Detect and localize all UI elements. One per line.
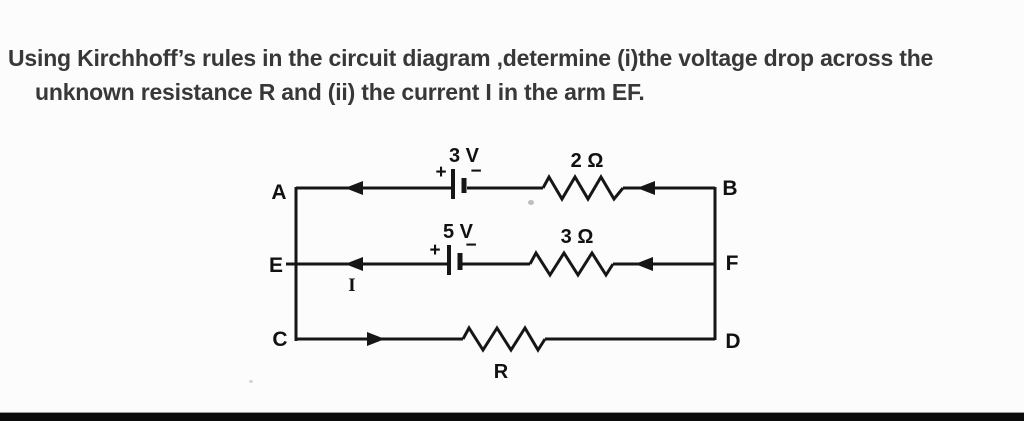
node-label-e: E bbox=[269, 254, 283, 277]
middle-left-current-arrow bbox=[345, 257, 363, 271]
bottom-bar bbox=[0, 412, 1024, 421]
resistor-r-label: R bbox=[494, 361, 509, 383]
resistor-3ohm-zigzag bbox=[528, 250, 615, 278]
bottom-current-arrow bbox=[367, 332, 385, 346]
question-text: Using Kirchhoff’s rules in the circuit d… bbox=[8, 41, 933, 109]
scan-speck bbox=[249, 380, 253, 383]
battery-3v-minus-sign: − bbox=[470, 161, 481, 182]
top-right-current-arrow bbox=[637, 181, 655, 195]
question-line-2: unknown resistance R and (ii) the curren… bbox=[35, 79, 645, 105]
resistor-3ohm-label: 3 Ω bbox=[561, 226, 594, 248]
current-i-label: I bbox=[348, 275, 355, 296]
node-label-a: A bbox=[271, 181, 286, 204]
node-label-d: D bbox=[725, 330, 740, 353]
scan-speck bbox=[528, 200, 534, 205]
battery-5v-minus-sign: − bbox=[465, 235, 476, 256]
middle-right-current-arrow bbox=[635, 257, 653, 271]
question-line-1: Using Kirchhoff’s rules in the circuit d… bbox=[8, 45, 934, 71]
battery-5v-label: 5 V bbox=[443, 221, 474, 243]
resistor-r-zigzag bbox=[461, 325, 547, 353]
resistor-2ohm-zigzag bbox=[541, 173, 625, 202]
node-label-c: C bbox=[272, 328, 287, 351]
resistor-2ohm-label: 2 Ω bbox=[571, 150, 604, 172]
battery-3v-plus-sign: + bbox=[435, 162, 446, 183]
node-label-b: B bbox=[722, 177, 737, 200]
battery-5v-plus-sign: + bbox=[429, 240, 440, 261]
node-label-f: F bbox=[726, 252, 739, 275]
battery-3v-label: 3 V bbox=[449, 145, 480, 167]
top-left-current-arrow bbox=[345, 181, 363, 195]
